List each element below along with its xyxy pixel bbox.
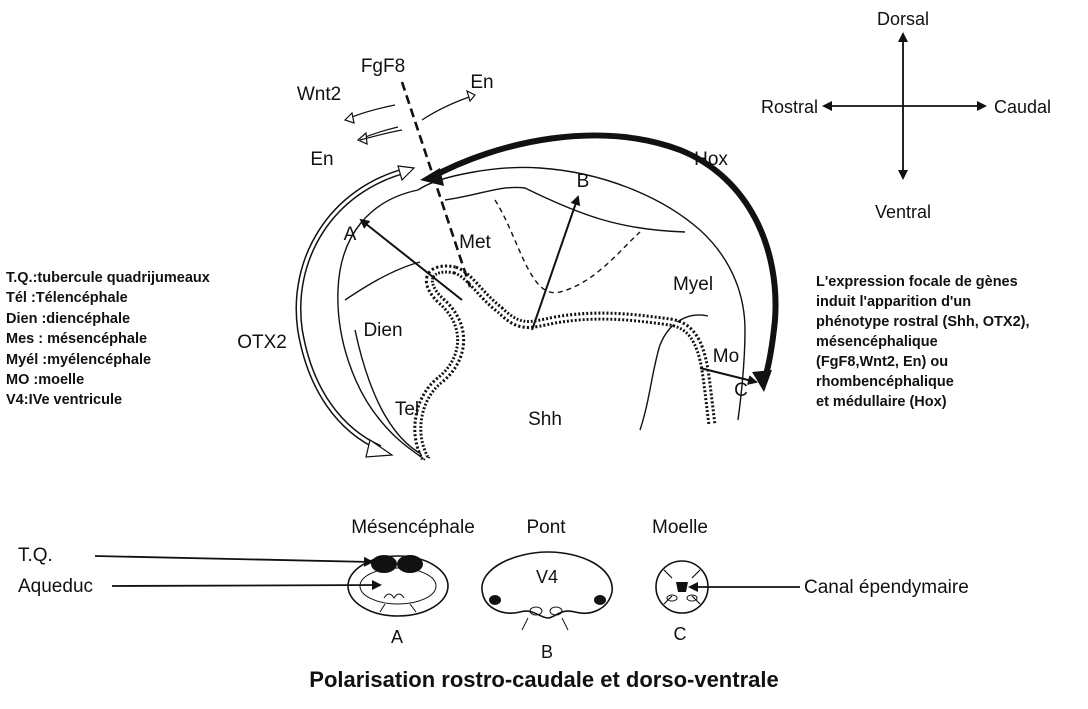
note-line: et médullaire (Hox) [816,392,1086,412]
met-label: Met [459,232,491,253]
tel-label: Tel [395,399,419,420]
section-b-label-top: B [577,171,590,192]
tq-pointer [95,556,372,562]
legend-item: V4:IVe ventricule [6,390,210,410]
mesencephale-title: Mésencéphale [351,517,475,538]
caudal-label: Caudal [994,97,1051,117]
myel-label: Myel [673,274,713,295]
rostral-label: Rostral [761,97,818,117]
note-line: mésencéphalique [816,332,1086,352]
ventral-contour [640,315,708,430]
dorsal-label: Dorsal [877,9,929,29]
note-line: rhombencéphalique [816,372,1086,392]
hox-label: Hox [694,149,728,170]
section-b-label-bottom: B [541,642,553,662]
section-views: Mésencéphale Pont Moelle T.Q. Aqueduc V4 [18,517,969,662]
section-line-b [532,197,578,330]
met-myel-boundary [495,200,640,293]
fgf8-boundary-line [402,82,470,287]
section-a-label-top: A [344,224,357,245]
section-a-label-bottom: A [391,627,403,647]
legend-item: Myél :myélencéphale [6,350,210,370]
wnt2-label: Wnt2 [297,84,341,105]
tq-label: T.Q. [18,545,53,566]
ventricle-wall [418,269,712,458]
orientation-compass: Dorsal Ventral Rostral Caudal [761,9,1051,222]
note-line: (FgF8,Wnt2, En) ou [816,352,1086,372]
section-line-a [361,220,462,300]
en-label-left: En [310,149,333,170]
mo-label: Mo [713,346,739,367]
abbreviation-legend: T.Q.:tubercule quadrijumeaux Tél :Télenc… [6,268,210,411]
gene-expression-note: L'expression focale de gènes induit l'ap… [816,272,1086,412]
note-line: L'expression focale de gènes [816,272,1086,292]
aqueduc-pointer [112,585,380,586]
v4-label: V4 [536,567,558,587]
ventral-label: Ventral [875,202,931,222]
otx2-label: OTX2 [237,332,287,353]
section-c-label-top: C [734,380,748,401]
en-label-right: En [470,72,493,93]
legend-item: MO :moelle [6,370,210,390]
canal-ependymaire-label: Canal épendymaire [804,577,969,598]
figure-caption: Polarisation rostro-caudale et dorso-ven… [0,667,1088,693]
moelle-title: Moelle [652,517,708,538]
note-line: phénotype rostral (Shh, OTX2), [816,312,1086,332]
legend-item: T.Q.:tubercule quadrijumeaux [6,268,210,288]
aqueduc-label: Aqueduc [18,576,93,597]
note-line: induit l'apparition d'un [816,292,1086,312]
legend-item: Dien :diencéphale [6,309,210,329]
dien-label: Dien [363,320,402,341]
pont-title: Pont [526,517,566,538]
section-b-view: V4 [482,552,612,630]
shh-label: Shh [528,409,562,430]
dien-contour [345,262,420,300]
legend-item: Tél :Télencéphale [6,288,210,308]
wnt-en-arrows [345,91,475,144]
legend-item: Mes : mésencéphale [6,329,210,349]
section-c-label-bottom: C [674,624,687,644]
fgf8-label: FgF8 [361,56,405,77]
met-dorsal-line [445,187,685,232]
